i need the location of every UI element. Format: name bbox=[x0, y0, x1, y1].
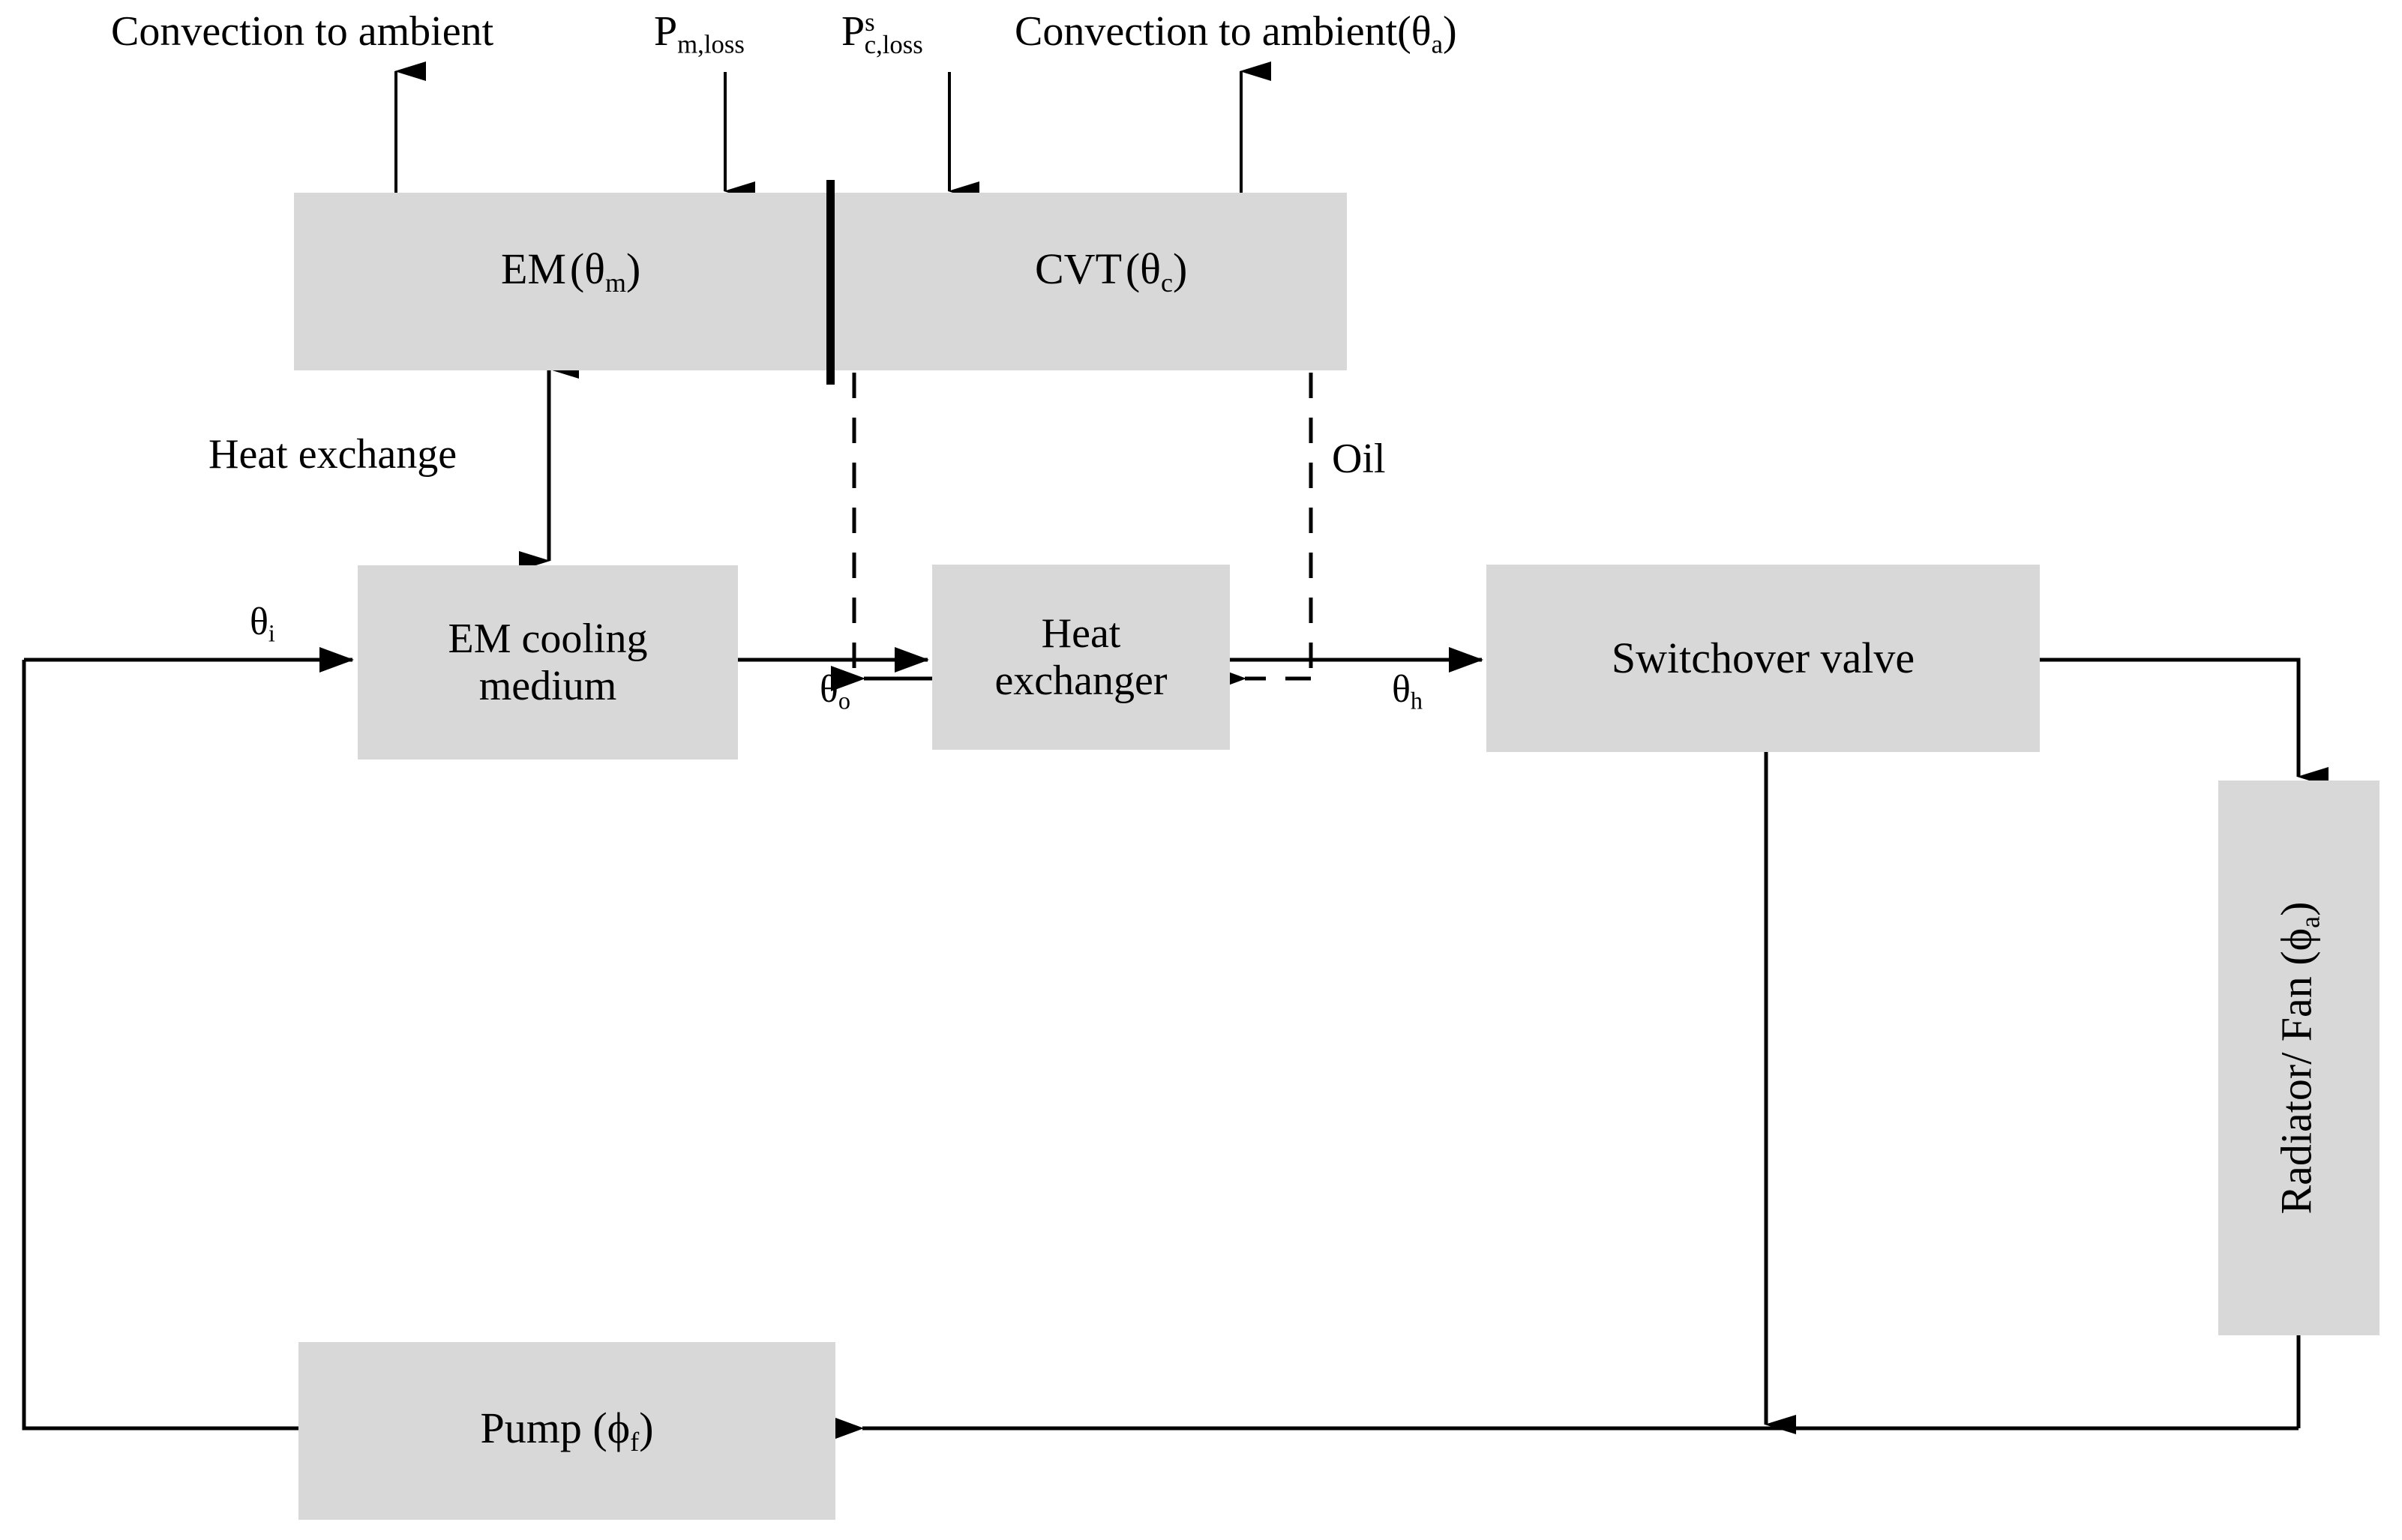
label-theta-i: θi bbox=[250, 600, 275, 648]
label-pc-loss: Psc,loss bbox=[841, 7, 923, 60]
em-cooling-line2: medium bbox=[478, 662, 617, 709]
radiator-phi-sub: a bbox=[2295, 915, 2326, 928]
box-heat-exchanger[interactable]: Heat exchanger bbox=[932, 565, 1230, 750]
pump-label-group: Pump (ϕf) bbox=[480, 1404, 653, 1457]
theta-o-sub: o bbox=[838, 687, 851, 715]
heat-exchanger-line1: Heat bbox=[1041, 610, 1121, 657]
pm-loss-base: P bbox=[654, 8, 678, 55]
theta-o-base: θ bbox=[820, 668, 838, 711]
pc-loss-sup: s bbox=[865, 7, 875, 37]
box-em-cooling-medium[interactable]: EM cooling medium bbox=[358, 565, 738, 760]
theta-i-base: θ bbox=[250, 601, 268, 643]
pump-phi: ϕ bbox=[607, 1404, 631, 1453]
box-radiator-fan[interactable]: Radiator/ Fan (ϕa) bbox=[2218, 780, 2380, 1335]
cvt-paren-close: ) bbox=[1172, 244, 1188, 293]
em-cooling-line1: EM cooling bbox=[448, 615, 648, 662]
theta-h-sub: h bbox=[1410, 687, 1423, 715]
em-paren-open: ( bbox=[569, 244, 585, 293]
box-switchover-valve[interactable]: Switchover valve bbox=[1486, 565, 2040, 752]
radiator-paren-open: ( bbox=[2272, 951, 2321, 966]
convection-right-close: ) bbox=[1443, 8, 1457, 55]
pc-loss-sub: c,loss bbox=[864, 29, 923, 59]
label-oil: Oil bbox=[1332, 436, 1386, 482]
cvt-paren-open: ( bbox=[1125, 244, 1141, 293]
radiator-fan-text: Radiator/ Fan bbox=[2272, 976, 2321, 1215]
label-heat-exchange: Heat exchange bbox=[208, 431, 457, 478]
pc-loss-base: P bbox=[841, 8, 865, 55]
em-theta: θ bbox=[584, 244, 605, 293]
theta-h-base: θ bbox=[1392, 668, 1411, 711]
switchover-valve-label: Switchover valve bbox=[1611, 633, 1915, 682]
em-theta-sub: m bbox=[604, 267, 626, 298]
convection-right-text: Convection to ambient( bbox=[1015, 8, 1411, 55]
flow-pump-to-inlet bbox=[22, 660, 298, 1431]
box-pump[interactable]: Pump (ϕf) bbox=[298, 1342, 835, 1520]
radiator-paren-close: ) bbox=[2272, 901, 2321, 916]
radiator-phi: ϕ bbox=[2272, 927, 2321, 951]
flow-valve-to-radiator bbox=[2040, 658, 2301, 774]
convection-right-sub: a bbox=[1431, 29, 1444, 59]
em-text: EM bbox=[501, 244, 566, 293]
label-pm-loss: Pm,loss bbox=[654, 7, 745, 59]
label-cvt: CVT (θc) bbox=[1035, 244, 1187, 298]
pump-paren-close: ) bbox=[639, 1404, 654, 1453]
box-em-cvt[interactable] bbox=[294, 193, 1347, 370]
label-theta-o: θo bbox=[820, 667, 850, 715]
label-convection-right: Convection to ambient(θa) bbox=[1015, 7, 1457, 59]
cvt-theta: θ bbox=[1140, 244, 1161, 293]
label-em: EM (θm) bbox=[501, 244, 640, 298]
cvt-theta-sub: c bbox=[1160, 267, 1173, 298]
label-theta-h: θh bbox=[1392, 667, 1423, 715]
pm-loss-sub: m,loss bbox=[677, 29, 745, 59]
em-paren-close: ) bbox=[625, 244, 641, 293]
label-convection-left: Convection to ambient bbox=[111, 8, 494, 55]
em-cvt-divider bbox=[826, 180, 835, 385]
convection-right-symbol: θ bbox=[1411, 8, 1432, 55]
heat-exchanger-line2: exchanger bbox=[994, 657, 1168, 704]
theta-i-sub: i bbox=[268, 619, 275, 647]
cvt-text: CVT bbox=[1035, 244, 1122, 293]
pump-phi-sub: f bbox=[630, 1427, 640, 1458]
pump-text: Pump bbox=[480, 1404, 582, 1453]
pump-paren-open: ( bbox=[592, 1404, 607, 1453]
radiator-fan-label-rotated: Radiator/ Fan (ϕa) bbox=[2272, 901, 2325, 1214]
